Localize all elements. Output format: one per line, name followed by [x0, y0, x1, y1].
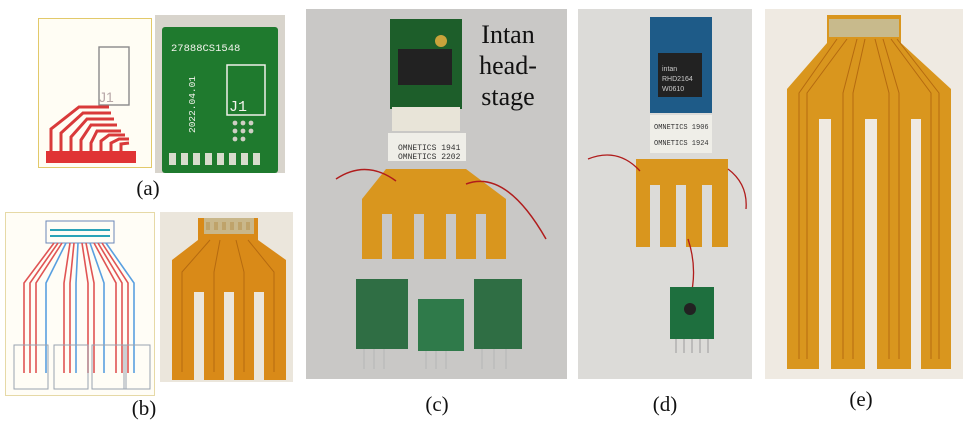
pcb-board: 27888CS1548 2022.04.01 J1 — [162, 27, 278, 173]
annotation-line-3: stage — [481, 82, 535, 111]
panel-d-photo: intan RHD2164 W0610 OMNETICS 1906 OMNETI… — [578, 9, 752, 379]
schematic-connector-label: J1 — [99, 89, 114, 105]
pcb-board-id: 27888CS1548 — [171, 43, 240, 55]
panel-a-schematic: J1 — [38, 18, 152, 168]
caption-a: (a) — [136, 176, 160, 200]
flex-cable-photo — [172, 218, 286, 380]
chip-lot: W0610 — [662, 86, 684, 93]
flex-probe-photo — [787, 15, 951, 369]
caption-c: (c) — [425, 392, 449, 416]
chip-brand: intan — [662, 66, 677, 73]
omnetics-label-bottom: OMNETICS 2202 — [398, 153, 461, 162]
flex-schematic — [13, 220, 151, 390]
caption-e: (e) — [849, 387, 873, 411]
annotation-line-1: Intan — [481, 20, 535, 49]
pcb-connector-label: J1 — [229, 99, 247, 116]
panel-a-pcb-photo: 27888CS1548 2022.04.01 J1 — [155, 15, 285, 173]
headstage-with-chip: intan RHD2164 W0610 OMNETICS 1906 OMNETI… — [587, 17, 747, 353]
omnetics-label-top: OMNETICS 1941 — [398, 144, 461, 153]
schematic-drawing: J1 — [46, 46, 136, 163]
panel-e-photo — [765, 9, 963, 379]
panel-b-schematic — [5, 212, 155, 396]
omnetics-d-top: OMNETICS 1906 — [654, 124, 709, 132]
panel-b-flex-photo — [160, 212, 293, 382]
caption-b: (b) — [131, 396, 157, 420]
caption-d: (d) — [652, 392, 678, 416]
omnetics-d-bottom: OMNETICS 1924 — [654, 140, 709, 148]
intan-headstage-annotation: Intan head- stage — [458, 19, 558, 112]
annotation-line-2: head- — [479, 51, 537, 80]
panel-c-photo: OMNETICS 1941 OMNETICS 2202 Intan head- … — [306, 9, 567, 379]
pcb-board-date: 2022.04.01 — [187, 76, 198, 133]
chip-model: RHD2164 — [662, 76, 693, 83]
headstage-assembly: OMNETICS 1941 OMNETICS 2202 — [335, 19, 547, 369]
